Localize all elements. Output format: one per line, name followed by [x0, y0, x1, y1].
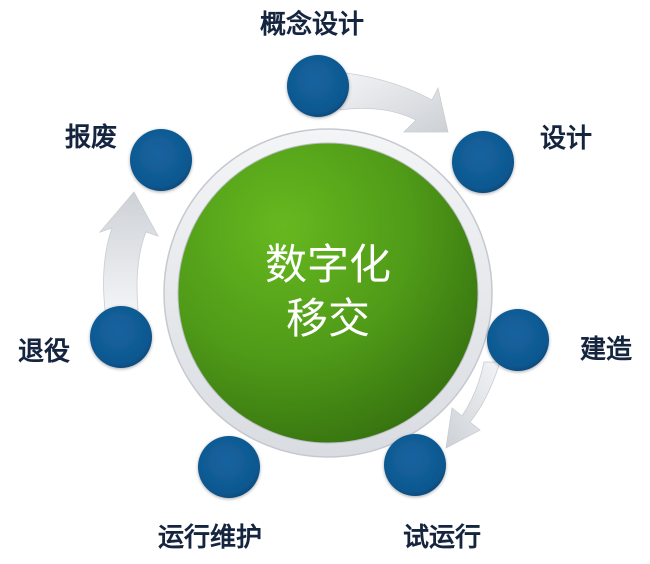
node-decommission[interactable] [90, 306, 152, 368]
node-design[interactable] [452, 131, 514, 193]
label-construction: 建造 [579, 335, 633, 365]
arrow-construction-to-trial [445, 361, 501, 449]
node-scrap[interactable] [130, 129, 192, 191]
label-operation-maintenance: 运行维护 [157, 523, 263, 553]
label-trial-operation: 试运行 [402, 523, 482, 553]
center-hub [163, 128, 493, 458]
node-construction[interactable] [487, 309, 549, 371]
label-scrap: 报废 [64, 123, 118, 153]
node-concept-design[interactable] [287, 55, 349, 117]
center-title: 数字化 移交 [265, 238, 391, 346]
arrow-decommission-to-scrap [98, 191, 159, 311]
label-design: 设计 [539, 124, 593, 154]
arrow-concept-to-design [337, 71, 449, 133]
node-trial-operation[interactable] [384, 434, 446, 496]
node-operation-maintenance[interactable] [198, 436, 260, 498]
center-title-line1: 数字化 [264, 240, 392, 289]
label-decommission: 退役 [17, 337, 71, 367]
label-concept-design: 概念设计 [259, 10, 365, 40]
center-title-line2: 移交 [285, 294, 371, 343]
